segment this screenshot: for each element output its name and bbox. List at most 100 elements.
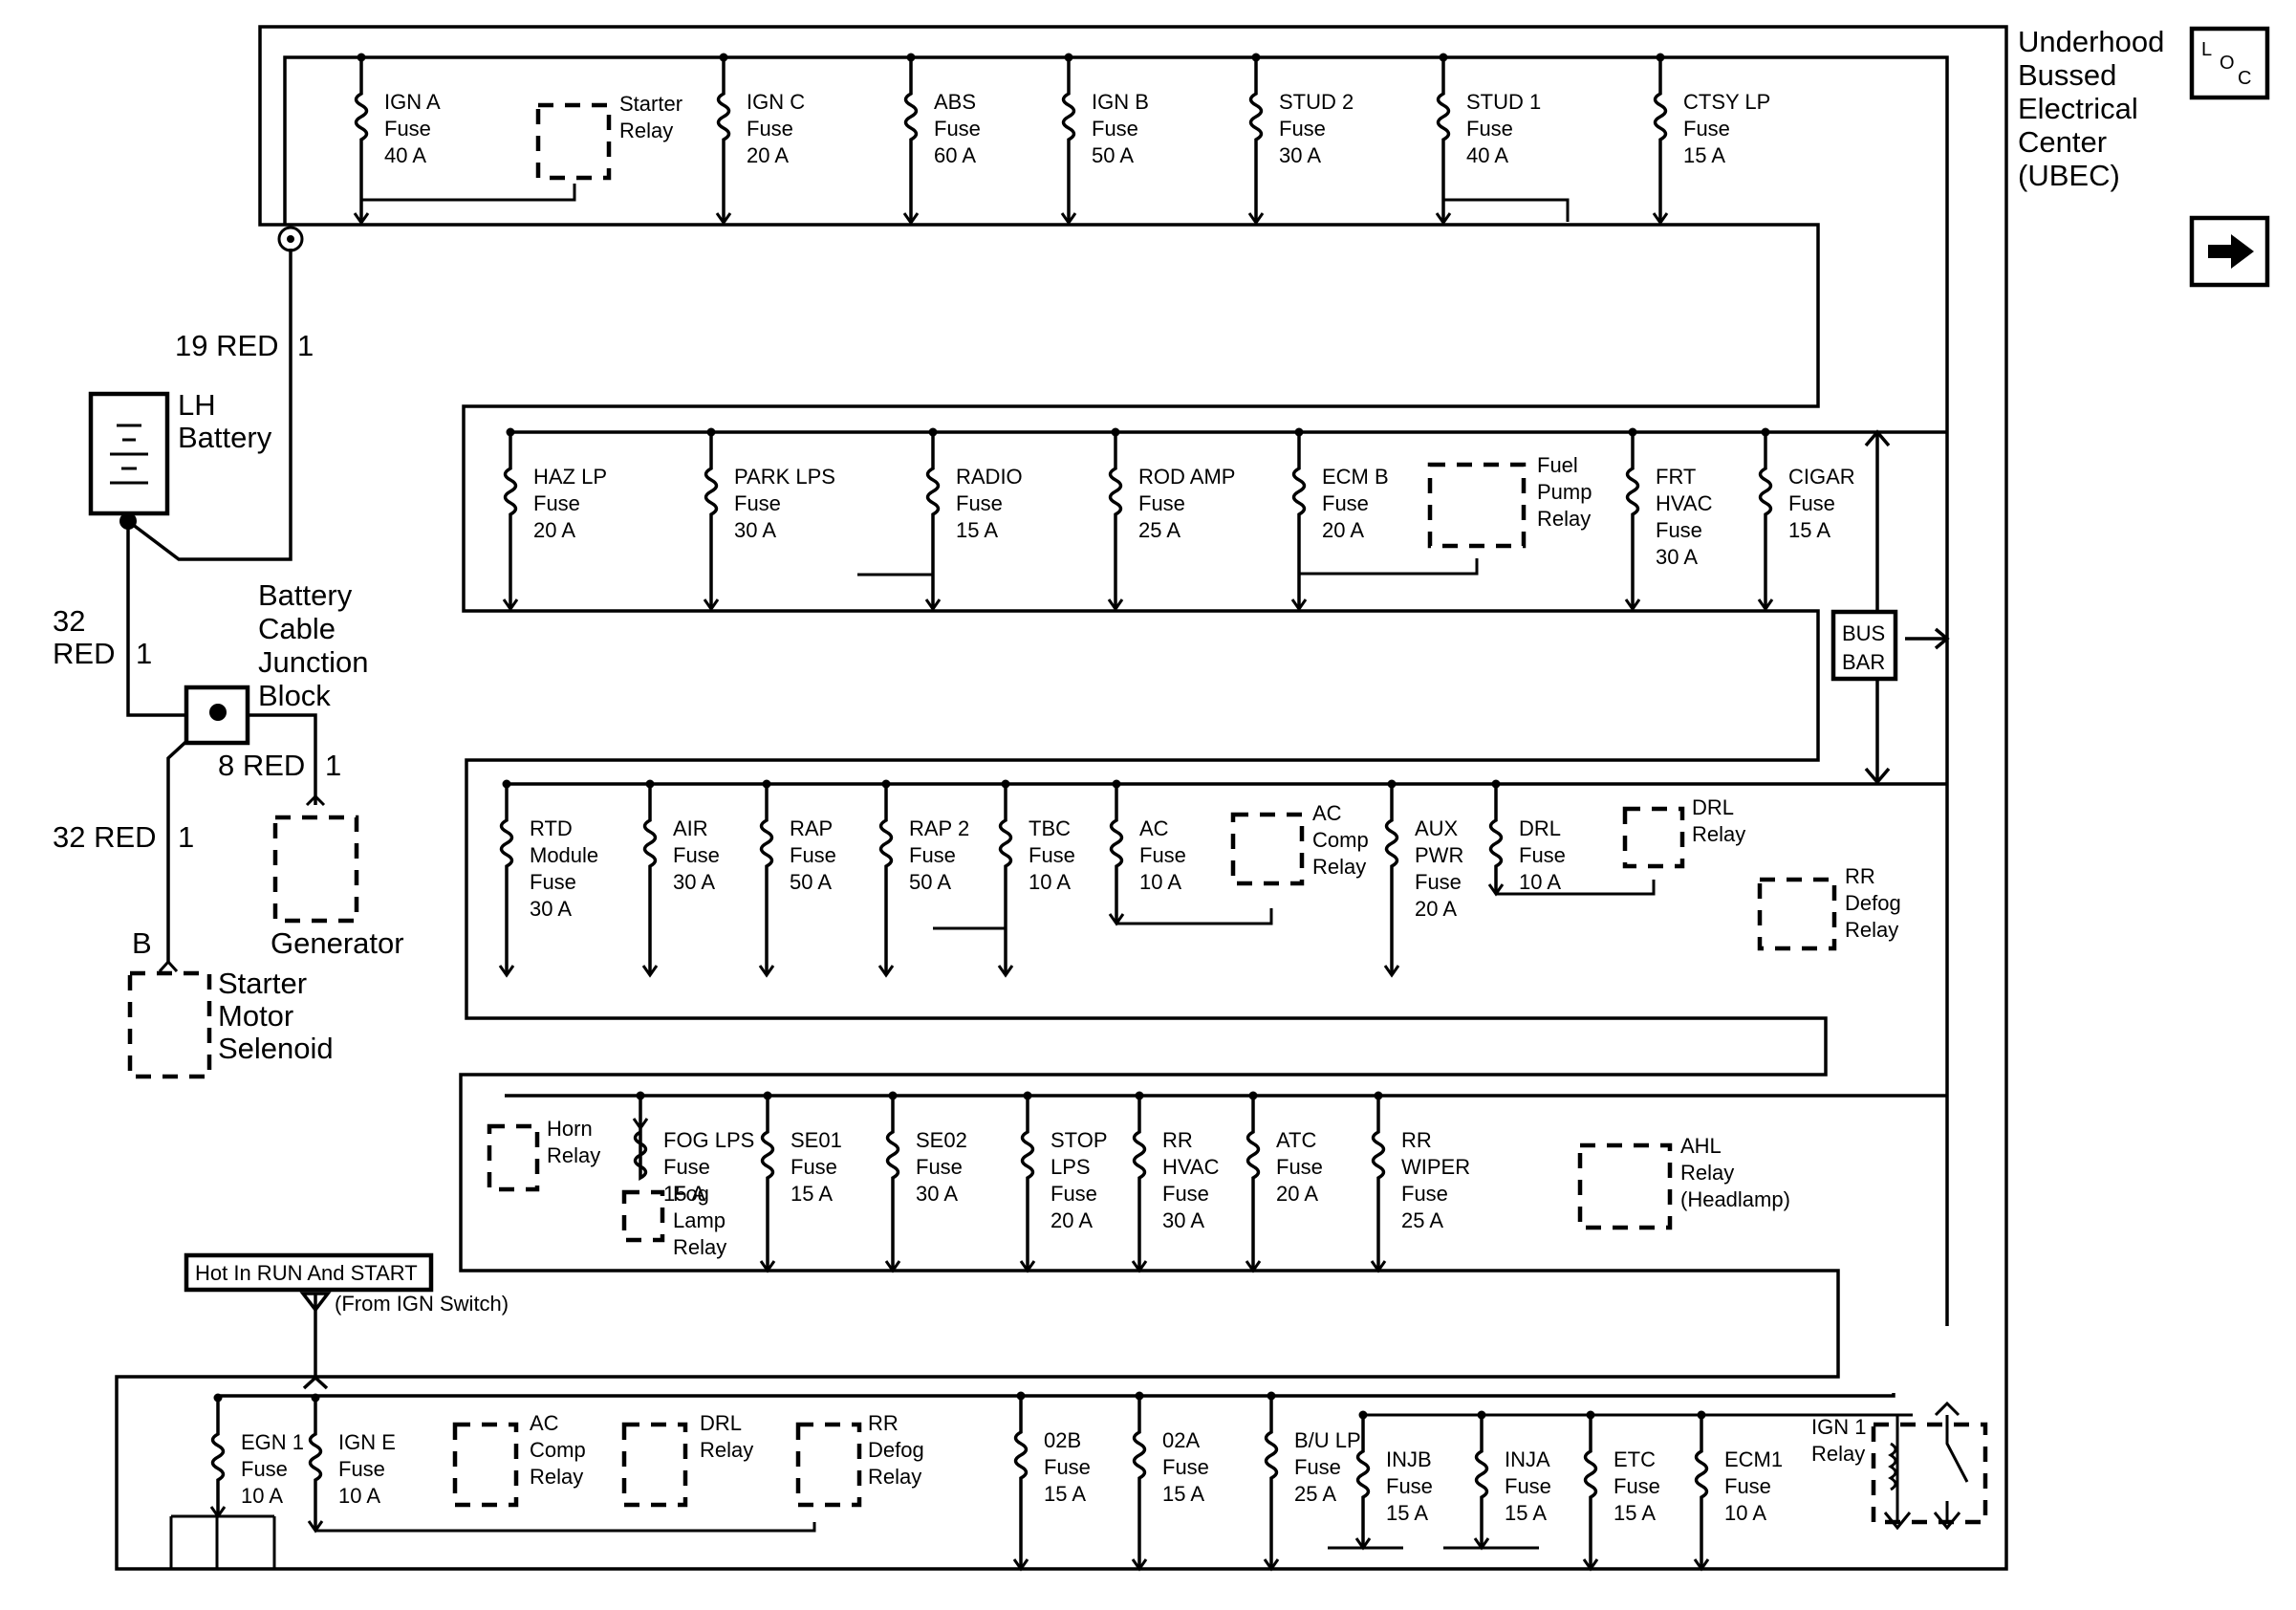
battery-label-2: Battery [178,421,272,454]
battery-terminal [277,226,304,252]
relay-drl-label-0: DRL [1692,795,1734,819]
fuse-se01-label-0: SE01 [791,1128,842,1152]
fuse-injb-label-1: Fuse [1386,1474,1433,1498]
fuse-etc-label-2: 15 A [1614,1501,1656,1525]
loc-icon[interactable]: L O C [2189,26,2270,100]
terminal-b-label: B [132,926,152,960]
relay-ahl-label-2: (Headlamp) [1680,1187,1790,1211]
fuse-drl-label-0: DRL [1519,816,1561,840]
wire-8-label: 8 RED [218,749,305,782]
fuse-rod-amp-label-2: 25 A [1138,518,1180,542]
junction-label-3: Junction [258,645,368,679]
fuse-ign-a-label-0: IGN A [384,90,441,114]
fuse-ecm1-label-2: 10 A [1724,1501,1766,1525]
fuse-ign-c-label-0: IGN C [747,90,805,114]
relay-rr-defog-label-2: Relay [1845,918,1898,942]
fuse-rtd-module-label-0: RTD [530,816,573,840]
fuse-radio-label-2: 15 A [956,518,998,542]
fuse-rod-amp-label-0: ROD AMP [1138,465,1235,489]
fuse-haz-lp-label-1: Fuse [533,491,580,515]
relay-fuel-pump-label-1: Pump [1537,480,1592,504]
fuse-aux-pwr-label-0: AUX [1415,816,1459,840]
fuse-bu-lp-label-0: B/U LP [1294,1428,1361,1452]
fuse-se01-label-1: Fuse [791,1155,837,1179]
fuse-ecm1-label-1: Fuse [1724,1474,1771,1498]
fuse-atc-label-0: ATC [1276,1128,1316,1152]
right-arrow-icon[interactable] [2189,215,2270,288]
fuse-stud-2-label-0: STUD 2 [1279,90,1354,114]
relay-ign-1-label-1: Relay [1811,1442,1865,1466]
fuse-egn-1-label-1: Fuse [241,1457,288,1481]
wire-32a-label-2: RED [53,637,115,670]
fuse-stud-1-label-1: Fuse [1466,117,1513,141]
fuse-02a-label-1: Fuse [1162,1455,1209,1479]
fuse-park-lps-label-1: Fuse [734,491,781,515]
relay-drl-2-label-0: DRL [700,1411,742,1435]
fuse-rr-hvac-label-2: Fuse [1162,1182,1209,1206]
fuse-rr-wiper-label-1: WIPER [1401,1155,1470,1179]
ubec-title-line-5: (UBEC) [2018,159,2120,192]
fuse-rap-label-1: Fuse [790,843,836,867]
fuse-frt-hvac-label-0: FRT [1656,465,1696,489]
fuse-drl-label-2: 10 A [1519,870,1561,894]
fuse-rap-2-label-0: RAP 2 [909,816,969,840]
fuse-fog-lps-label-1: Fuse [663,1155,710,1179]
fuse-haz-lp-label-2: 20 A [533,518,575,542]
fuse-02b-label-1: Fuse [1044,1455,1091,1479]
wire-32a-label-1: 32 [53,604,85,638]
fuse-stud-1-label-2: 40 A [1466,143,1508,167]
fuse-bu-lp-label-1: Fuse [1294,1455,1341,1479]
wire-19-red [126,249,292,561]
fuse-haz-lp-label-0: HAZ LP [533,465,607,489]
fuse-park-lps-label-0: PARK LPS [734,465,835,489]
fuse-ctsy-lp-label-0: CTSY LP [1683,90,1770,114]
fuse-se02-label-2: 30 A [916,1182,958,1206]
fuse-cigar-label-0: CIGAR [1788,465,1855,489]
fuse-se02-label-1: Fuse [916,1155,963,1179]
fuse-rap-label-0: RAP [790,816,833,840]
junction-label-1: Battery [258,578,353,612]
fuse-02b-label-0: 02B [1044,1428,1081,1452]
fuse-abs-label-0: ABS [934,90,976,114]
relay-ahl-label-0: AHL [1680,1134,1722,1158]
fuse-stud-2-label-2: 30 A [1279,143,1321,167]
wire-8-pin: 1 [325,749,341,782]
junction-label-4: Block [258,679,331,712]
fuse-ac-label-2: 10 A [1139,870,1181,894]
svg-text:C: C [2238,68,2251,89]
relay-ac-comp-2-label-0: AC [530,1411,559,1435]
fuse-frt-hvac-label-2: Fuse [1656,518,1702,542]
fuse-ign-b-label-2: 50 A [1092,143,1134,167]
fuse-abs-label-1: Fuse [934,117,981,141]
fuse-ign-c-label-1: Fuse [747,117,793,141]
fuse-tbc-label-0: TBC [1029,816,1071,840]
fuse-ign-b-label-1: Fuse [1092,117,1138,141]
fuse-bu-lp-label-2: 25 A [1294,1482,1336,1506]
fuse-etc-label-0: ETC [1614,1447,1656,1471]
fuse-ac-label-1: Fuse [1139,843,1186,867]
battery-label-1: LH [178,388,216,422]
ubec-title-line-4: Center [2018,125,2107,159]
relay-rr-defog-2-label-0: RR [868,1411,899,1435]
wire-32b-label: 32 RED [53,820,157,854]
